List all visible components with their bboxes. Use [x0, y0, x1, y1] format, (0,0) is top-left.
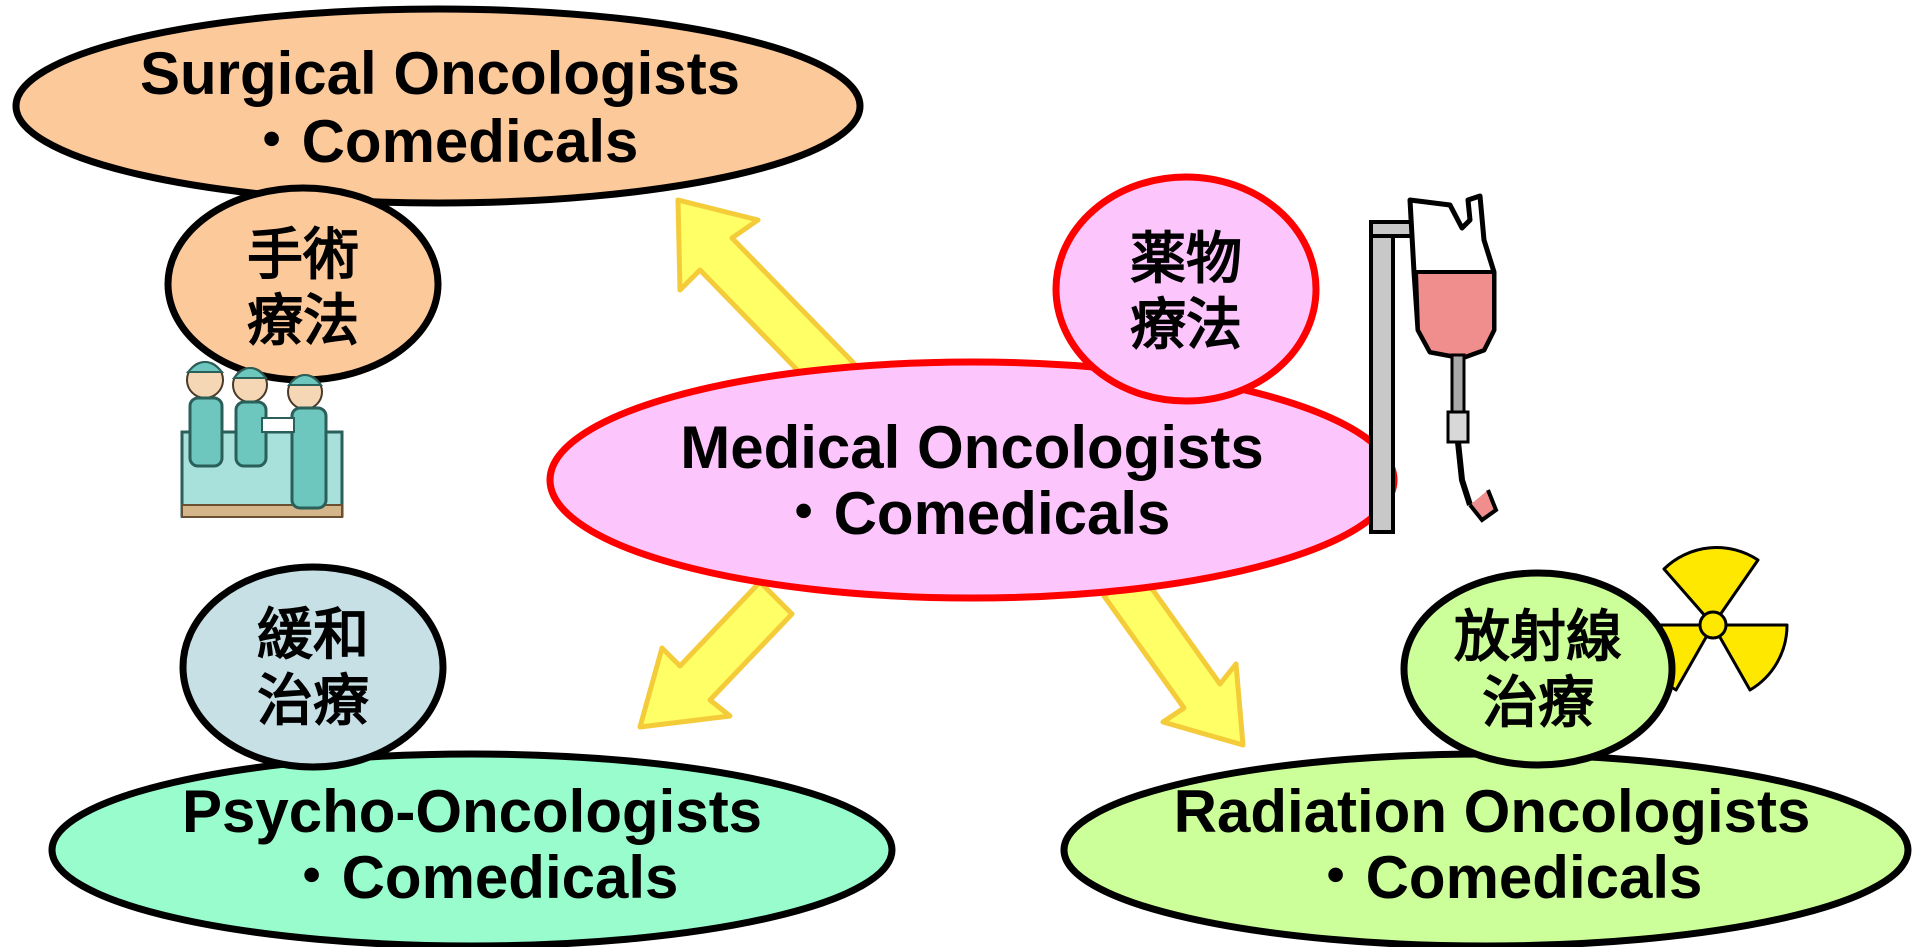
drug-badge-line2: 療法 — [1130, 293, 1242, 356]
surgery-badge-line1: 手術 — [247, 223, 359, 286]
medical-node: Medical Oncologists ・Comedicals — [550, 362, 1394, 598]
surgery-badge: 手術 療法 — [168, 188, 438, 380]
radiation-badge-line1: 放射線 — [1454, 605, 1622, 668]
arrow-to-psycho — [640, 582, 792, 727]
psycho-title: Psycho-Oncologists — [182, 778, 762, 845]
arrow-to-radiation — [1104, 572, 1243, 745]
psycho-subtitle: ・Comedicals — [282, 844, 679, 911]
medical-title: Medical Oncologists — [680, 414, 1263, 481]
iv-drip-icon — [1371, 196, 1496, 532]
radiation-badge: 放射線 治療 — [1404, 573, 1672, 765]
palliative-badge-circle — [183, 567, 443, 767]
surgeons-icon — [182, 362, 342, 517]
palliative-badge: 緩和 治療 — [183, 567, 443, 767]
radiation-badge-circle — [1404, 573, 1672, 765]
drug-badge-line1: 薬物 — [1130, 227, 1242, 290]
palliative-badge-line1: 緩和 — [257, 603, 369, 666]
psycho-node: Psycho-Oncologists ・Comedicals — [52, 754, 892, 946]
surgery-badge-line2: 療法 — [247, 289, 359, 352]
palliative-badge-line2: 治療 — [257, 669, 369, 732]
medical-subtitle: ・Comedicals — [774, 480, 1171, 547]
radiation-title: Radiation Oncologists — [1174, 778, 1811, 845]
radiation-node: Radiation Oncologists ・Comedicals — [1064, 754, 1908, 946]
drug-badge: 薬物 療法 — [1056, 177, 1316, 401]
surgical-title: Surgical Oncologists — [140, 40, 740, 107]
surgical-node: Surgical Oncologists ・Comedicals — [16, 9, 860, 203]
surgical-subtitle: ・Comedicals — [242, 108, 639, 175]
radiation-badge-line2: 治療 — [1482, 671, 1594, 734]
radiation-subtitle: ・Comedicals — [1306, 844, 1703, 911]
